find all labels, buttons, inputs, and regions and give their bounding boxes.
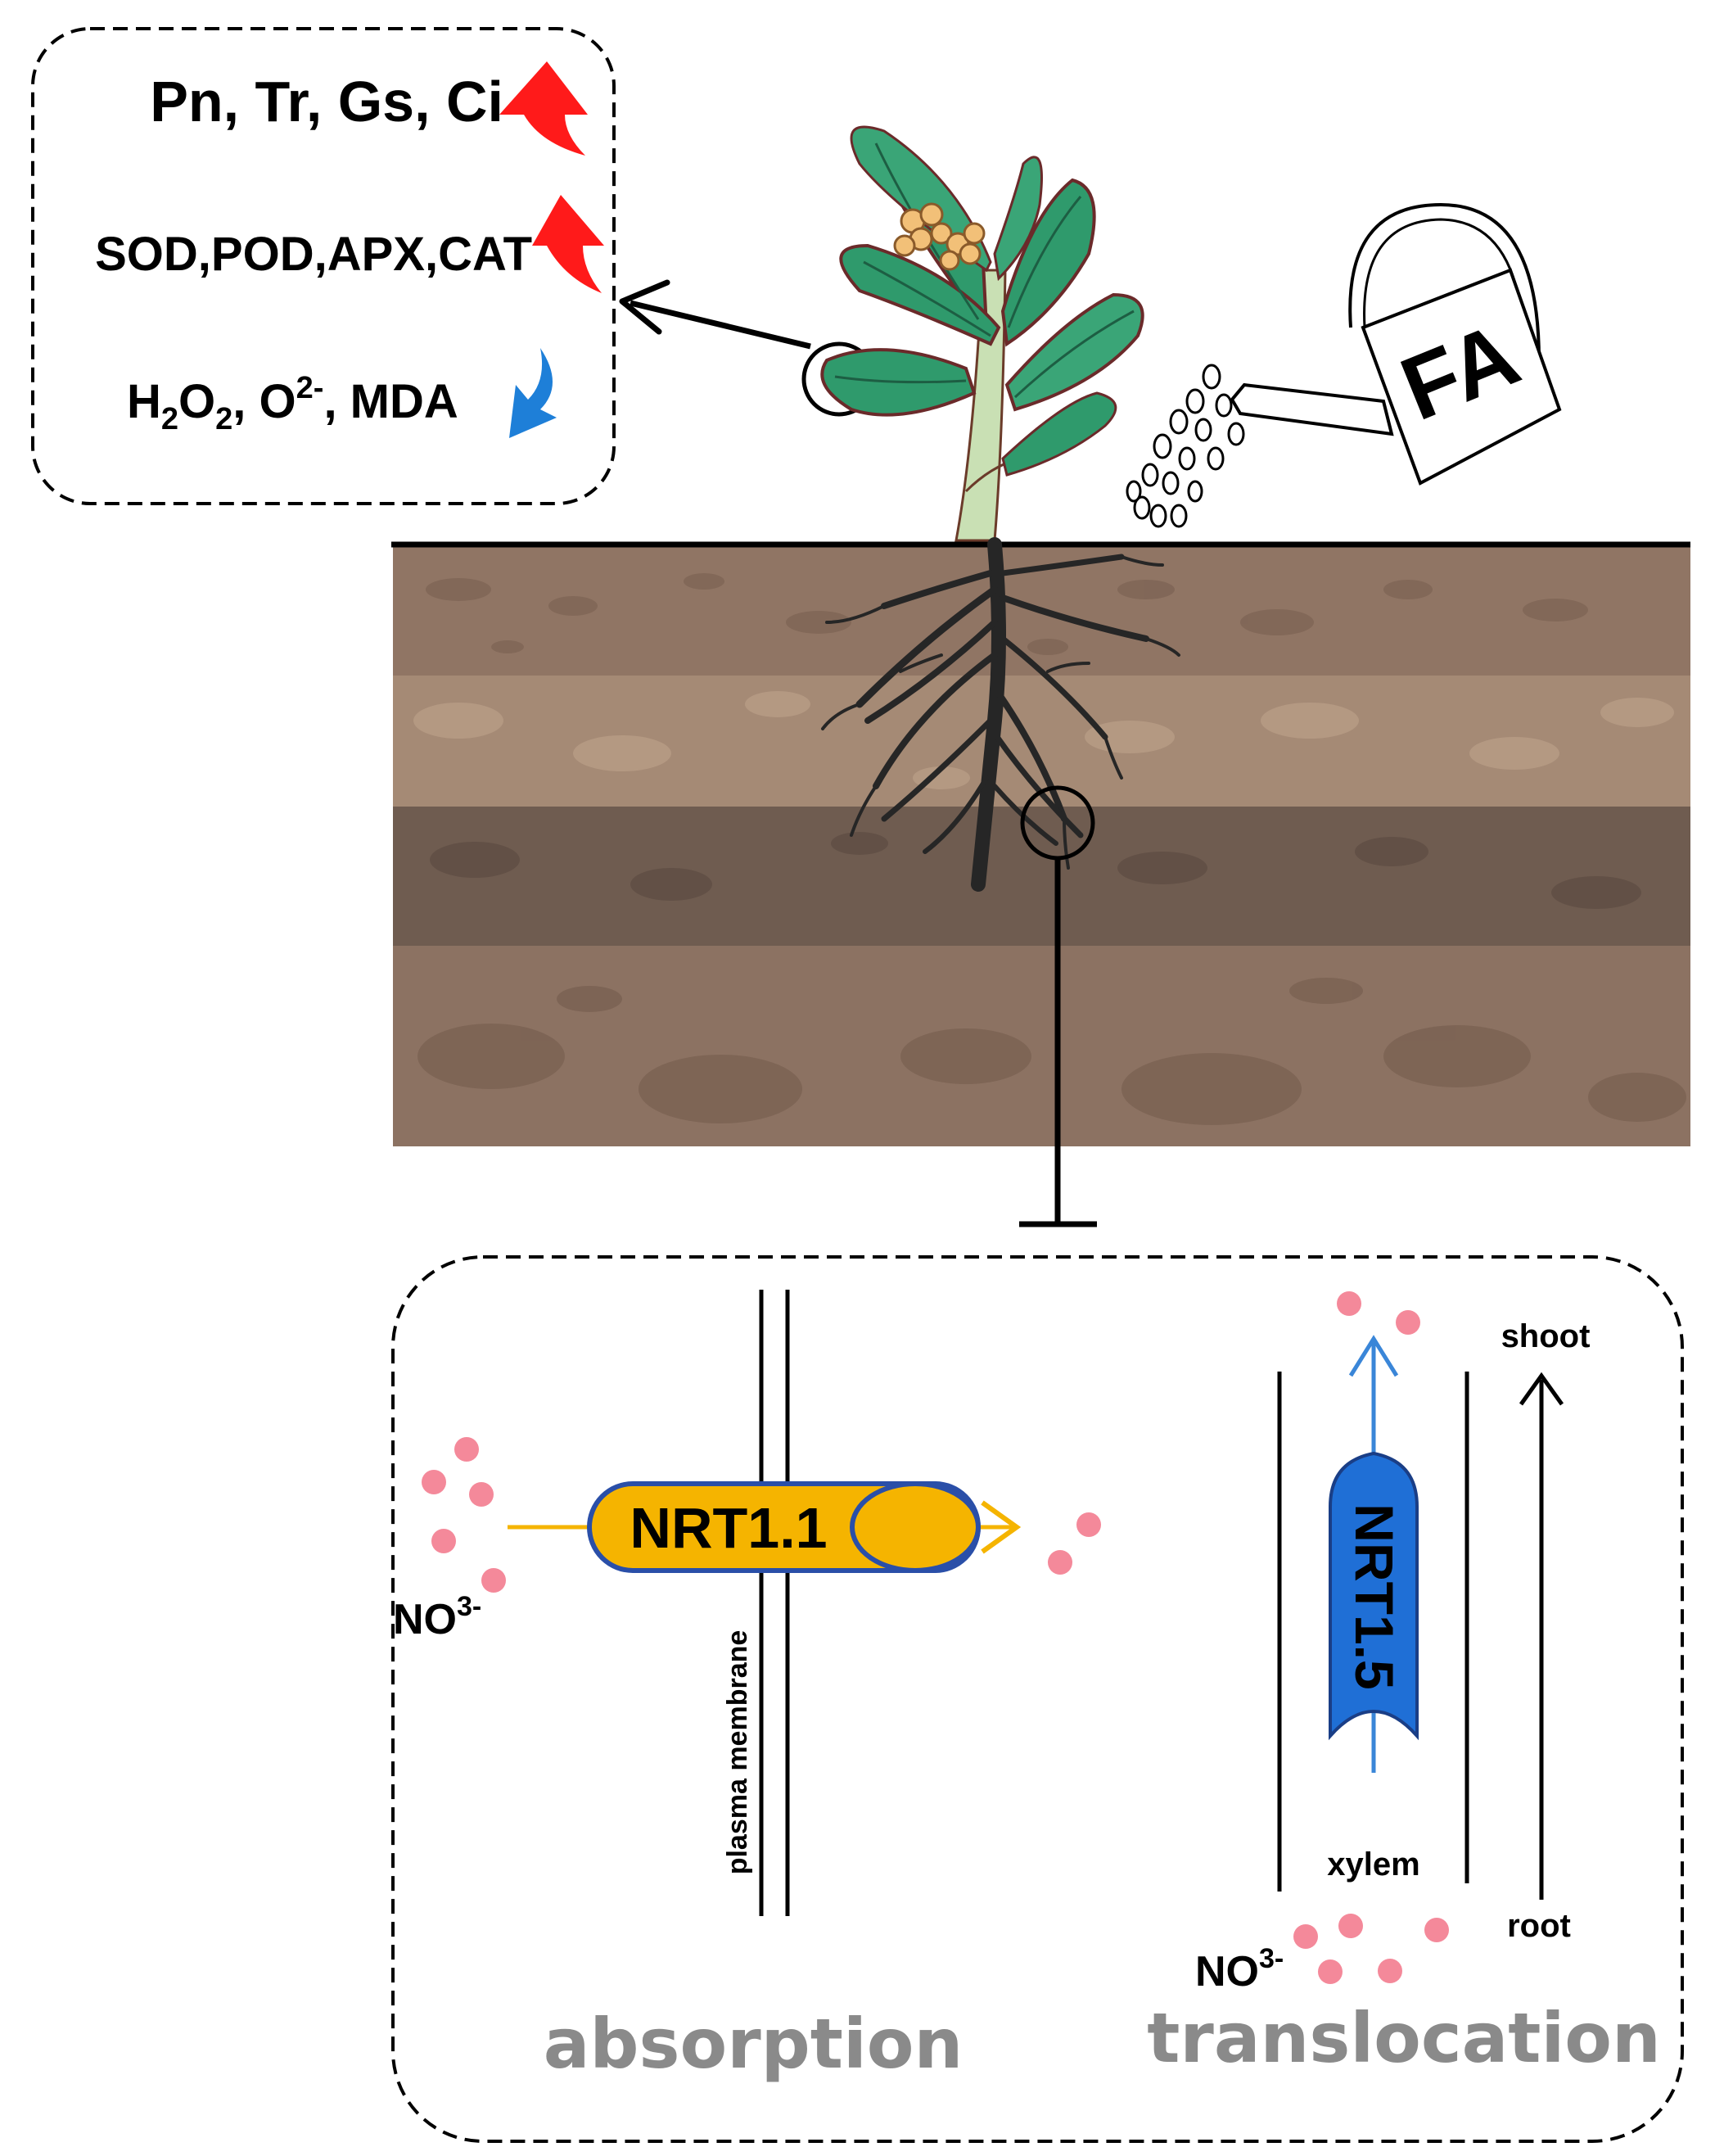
water-drops [1126, 364, 1245, 528]
increase-arrow-icon [532, 195, 604, 293]
nrt15-label: NRT1.5 [1344, 1503, 1405, 1689]
photosynthesis-params: Pn, Tr, Gs, Ci [150, 70, 503, 133]
leaf-pointer-arrow [619, 279, 877, 417]
nrt11-label: NRT1.1 [630, 1496, 827, 1560]
translocation-arrowhead-icon [1348, 1335, 1399, 1377]
watering-can-spout [1230, 382, 1394, 436]
ros-mda-label: H2O2, O2-, MDA [127, 371, 458, 436]
leaf [1001, 391, 1117, 477]
xylem-walls [1277, 1372, 1469, 1892]
root-label: root [1507, 1908, 1571, 1944]
plasma-membrane-label: plasma membrane [722, 1630, 753, 1875]
nitrate-ions-translocated [1337, 1291, 1420, 1335]
soil [391, 541, 1690, 1146]
nrt11-transporter: NRT1.1 [587, 1481, 981, 1573]
xylem-label: xylem [1327, 1846, 1419, 1883]
absorption-label: absorption [544, 2004, 964, 2084]
flower-buds [893, 202, 986, 271]
increase-arrow-icon [499, 61, 588, 156]
nitrate-ions-absorbed [1048, 1512, 1101, 1575]
nitrate-label-right: NO3- [1195, 1943, 1284, 1996]
watering-can-body [1361, 268, 1562, 486]
antioxidant-enzymes: SOD,POD,APX,CAT [95, 228, 532, 281]
nitrate-ions-left [422, 1437, 506, 1593]
physiology-box: Pn, Tr, Gs, Ci SOD,POD,APX,CAT H2O2, O2-… [31, 27, 616, 505]
leaf [1000, 178, 1096, 347]
root-process-box: plasma membrane NRT1.1 NO3- NRT1.5 [391, 1255, 1684, 2143]
decrease-arrow-icon [509, 348, 557, 438]
watering-can: FA [1126, 202, 1562, 528]
nitrate-label-left: NO3- [393, 1591, 481, 1643]
plasma-membrane [759, 1290, 790, 1916]
nitrate-ions-xylem-bottom [1293, 1914, 1449, 1984]
shoot-label: shoot [1501, 1318, 1591, 1354]
inhibition-connector [1019, 858, 1097, 1227]
translocation-label: translocation [1147, 1998, 1661, 2078]
shoot-root-axis-arrow [1519, 1372, 1564, 1900]
roots [821, 537, 1180, 892]
leaf [993, 156, 1043, 282]
plant [820, 125, 1144, 542]
leaf [1004, 292, 1144, 412]
uptake-arrowhead-icon [981, 1500, 1022, 1554]
nrt15-transporter: NRT1.5 [1329, 1451, 1419, 1741]
